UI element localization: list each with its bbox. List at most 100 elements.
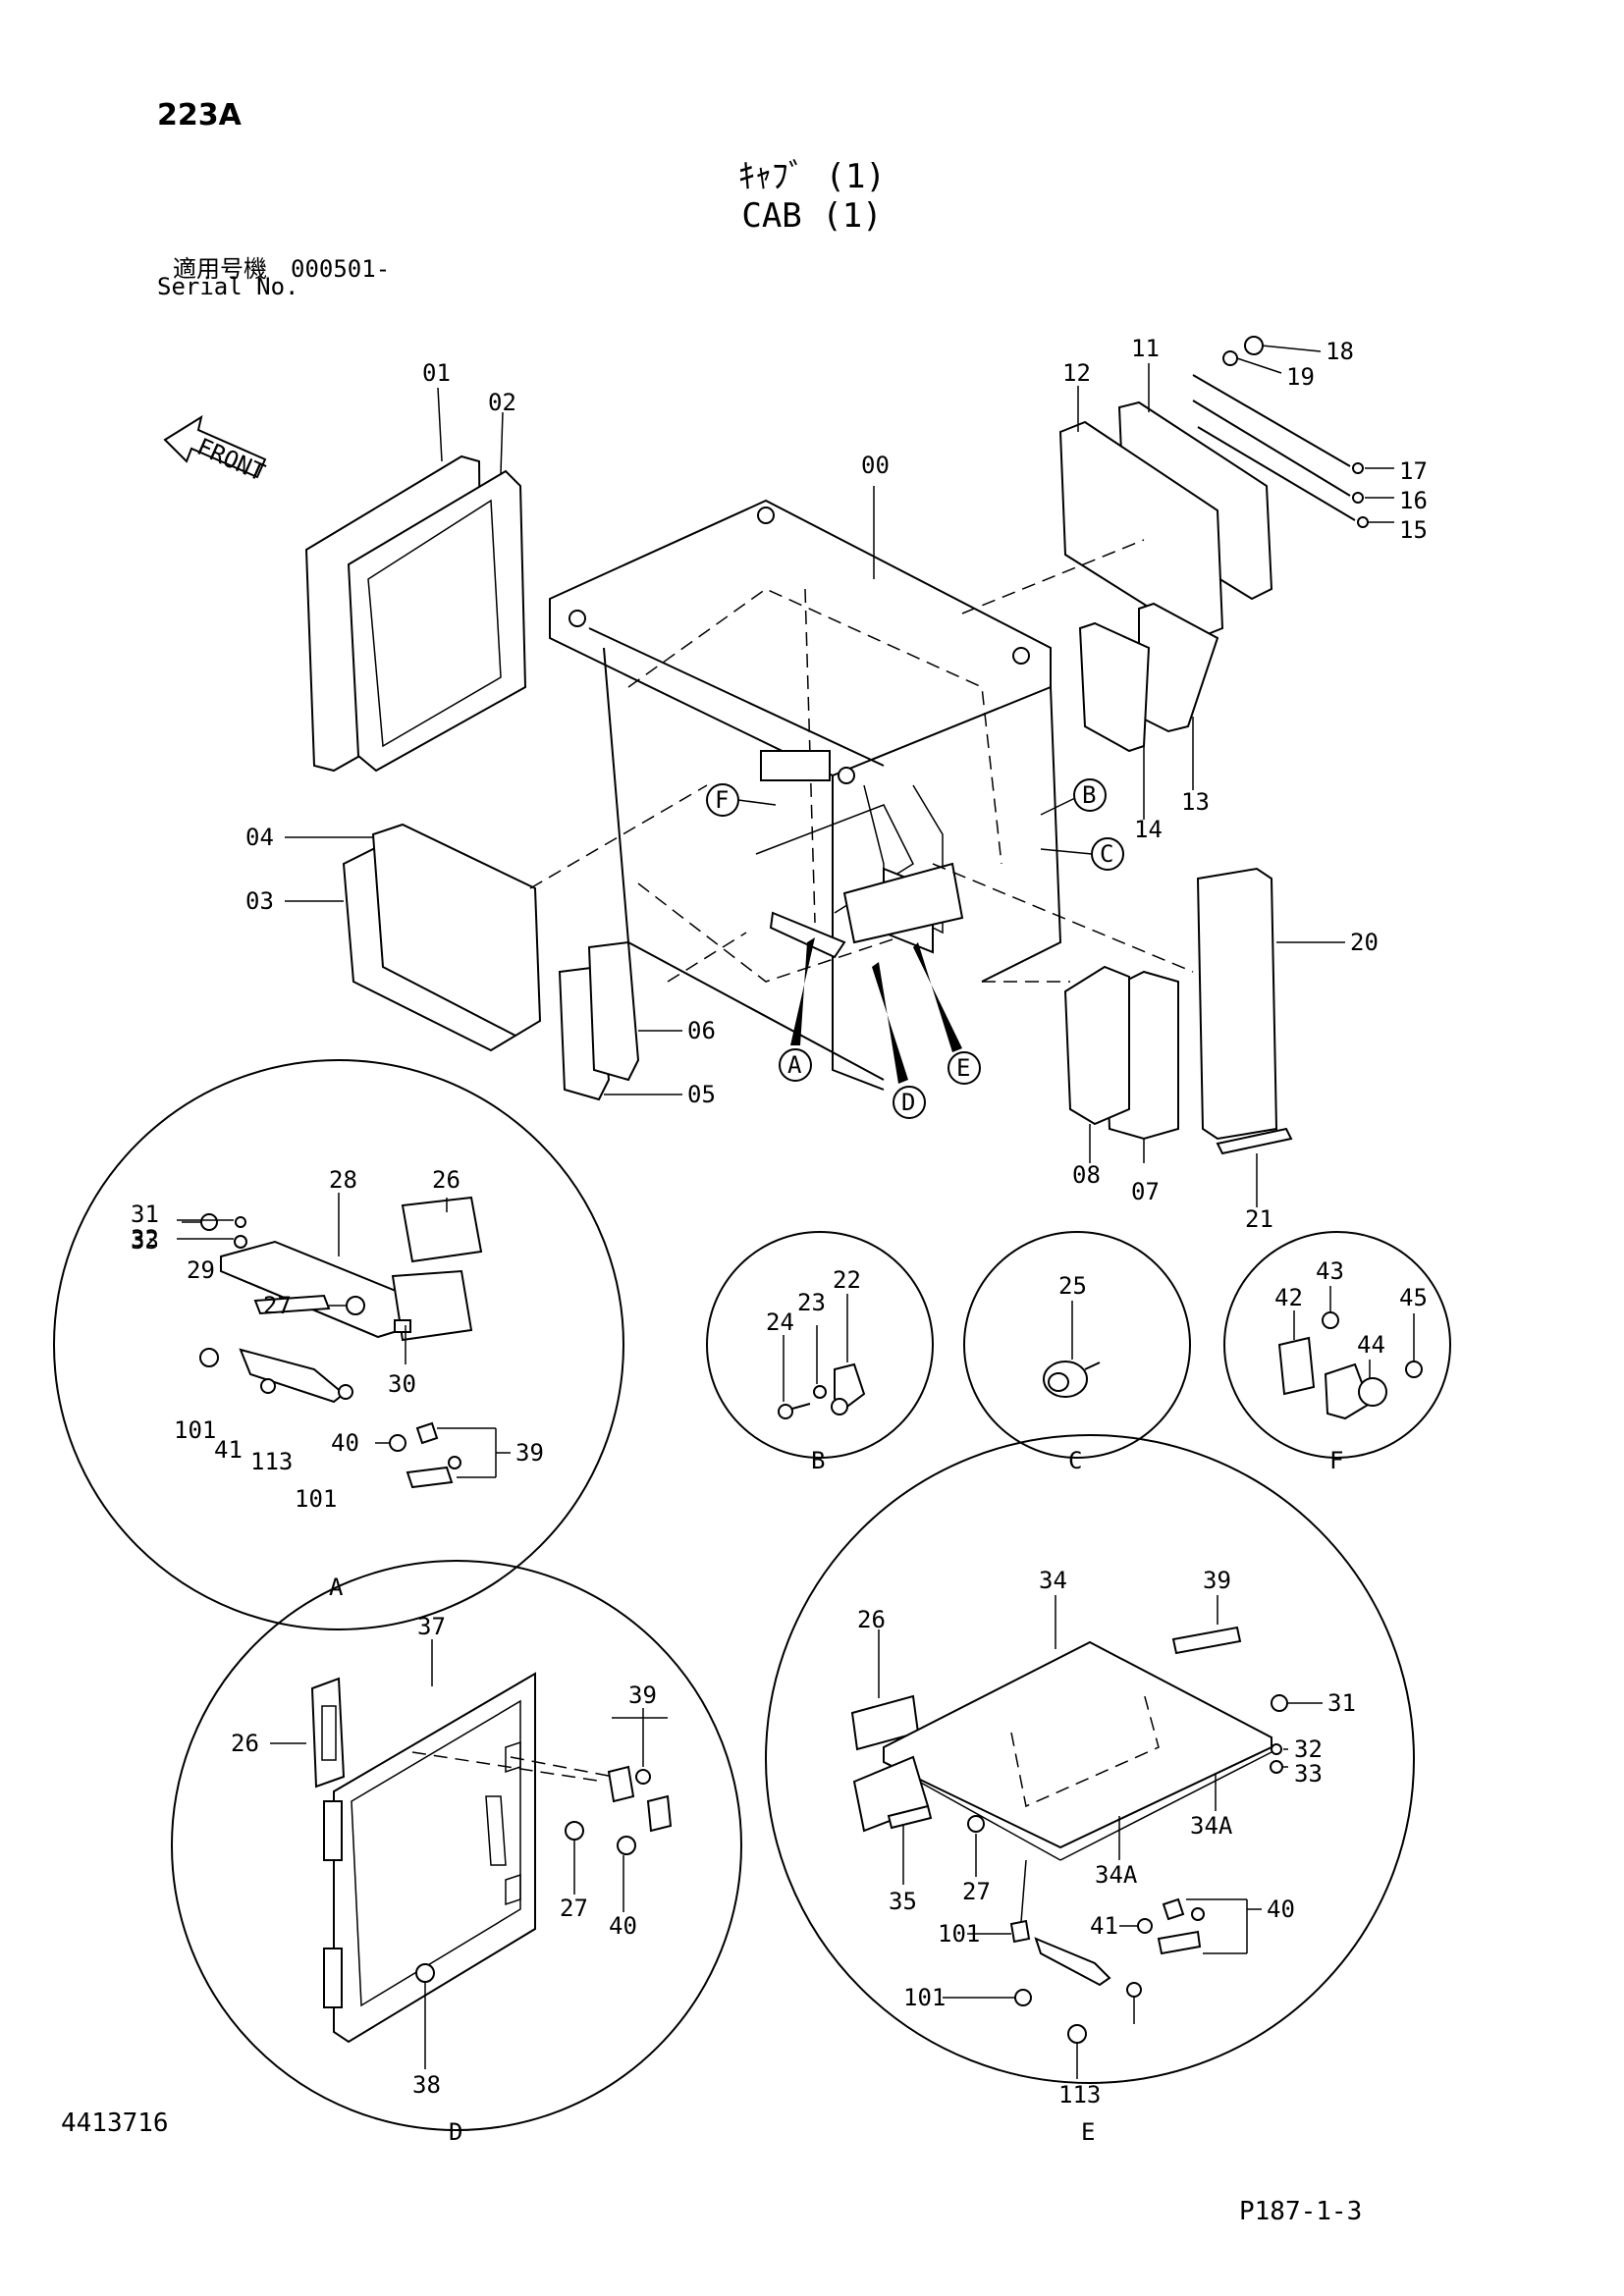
E-label-101-left: 101 bbox=[903, 1984, 946, 2011]
front-arrow-label: FRONT bbox=[192, 433, 268, 487]
part-12-seal bbox=[1058, 420, 1224, 640]
A-label-40: 40 bbox=[331, 1429, 359, 1457]
callout-B: B bbox=[1082, 781, 1096, 809]
glass-panels bbox=[304, 400, 1293, 1155]
detail-F-letter: F bbox=[1329, 1447, 1343, 1474]
label-part-17: 17 bbox=[1399, 457, 1428, 485]
part-04-seal bbox=[371, 823, 542, 1038]
serial-label-english: Serial No. bbox=[157, 273, 299, 300]
page-reference: P187-1-3 bbox=[1239, 2197, 1363, 2226]
label-part-21: 21 bbox=[1245, 1205, 1273, 1233]
label-part-15: 15 bbox=[1399, 516, 1428, 544]
label-part-20: 20 bbox=[1350, 929, 1379, 956]
label-part-12: 12 bbox=[1062, 359, 1091, 387]
A-label-41: 41 bbox=[214, 1436, 243, 1464]
label-part-06: 06 bbox=[687, 1017, 716, 1044]
D-label-26: 26 bbox=[231, 1730, 259, 1757]
E-label-40: 41 bbox=[1090, 1912, 1118, 1940]
E-label-41: 101 bbox=[938, 1920, 980, 1948]
E-label-27: 27 bbox=[962, 1878, 991, 1905]
label-part-07: 07 bbox=[1131, 1178, 1160, 1205]
main-part-labels: 01 02 00 04 03 06 05 07 08 11 12 13 14 1… bbox=[245, 335, 1428, 1233]
page-code: 223A bbox=[157, 98, 242, 133]
label-part-14: 14 bbox=[1134, 816, 1163, 843]
detail-B-letter: B bbox=[811, 1447, 825, 1474]
E-label-35: 35 bbox=[889, 1888, 917, 1915]
A-label-113: 113 bbox=[250, 1448, 293, 1475]
part-06-seal bbox=[587, 940, 640, 1082]
detail-A: A 31 28 26 32 33 29 27 bbox=[53, 1059, 624, 1630]
B-label-24: 24 bbox=[766, 1308, 794, 1336]
D-label-38: 38 bbox=[412, 2071, 441, 2099]
stay-rods bbox=[1192, 336, 1369, 528]
E-label-34: 34 bbox=[1039, 1567, 1067, 1594]
callout-F: F bbox=[715, 786, 729, 814]
E-label-36: 39 bbox=[1203, 1567, 1231, 1594]
title-english: CAB (1) bbox=[741, 196, 883, 236]
label-part-19: 19 bbox=[1286, 363, 1315, 391]
D-label-27: 27 bbox=[560, 1895, 588, 1922]
callout-C: C bbox=[1100, 840, 1113, 868]
label-part-02: 02 bbox=[488, 389, 516, 416]
E-label-32: 32 bbox=[1294, 1735, 1323, 1763]
document-number: 4413716 bbox=[61, 2109, 169, 2138]
A-label-31: 31 bbox=[131, 1201, 159, 1228]
D-label-39: 39 bbox=[628, 1682, 657, 1709]
F-label-43: 43 bbox=[1316, 1257, 1344, 1285]
A-label-33: 33 bbox=[131, 1227, 159, 1255]
A-label-32: 32 bbox=[131, 1225, 159, 1253]
A-label-29: 29 bbox=[187, 1256, 215, 1284]
callout-markers: F B C A D E bbox=[706, 778, 1124, 1119]
label-part-05: 05 bbox=[687, 1081, 716, 1108]
E-label-34A-right: 34A bbox=[1190, 1812, 1233, 1840]
label-part-00: 00 bbox=[861, 452, 890, 479]
F-label-42: 42 bbox=[1274, 1284, 1303, 1311]
F-label-44: 44 bbox=[1357, 1331, 1385, 1359]
label-part-18: 18 bbox=[1326, 338, 1354, 365]
A-label-101-bottom: 101 bbox=[295, 1485, 337, 1513]
label-part-01: 01 bbox=[422, 359, 451, 387]
front-arrow-icon: FRONT bbox=[163, 414, 269, 487]
label-part-03: 03 bbox=[245, 887, 274, 915]
E-label-101-bottom: 113 bbox=[1058, 2081, 1101, 2109]
D-label-40: 40 bbox=[609, 1912, 637, 1940]
detail-C-letter: C bbox=[1068, 1447, 1082, 1474]
part-14-seal bbox=[1078, 621, 1151, 753]
callout-E: E bbox=[956, 1054, 970, 1082]
part-08-seal bbox=[1063, 965, 1130, 1126]
A-label-27: 27 bbox=[263, 1292, 292, 1319]
E-label-33: 33 bbox=[1294, 1760, 1323, 1788]
part-20-seal bbox=[1196, 867, 1278, 1141]
E-label-26: 26 bbox=[857, 1606, 886, 1633]
detail-D: D 26 37 39 27 40 38 bbox=[171, 1560, 742, 2146]
label-part-16: 16 bbox=[1399, 487, 1428, 514]
detail-E-letter: E bbox=[1081, 2118, 1095, 2146]
detail-E: E bbox=[765, 1434, 1415, 2146]
A-label-39: 39 bbox=[515, 1439, 544, 1467]
part-21-strip bbox=[1216, 1127, 1293, 1155]
D-label-37: 37 bbox=[417, 1613, 446, 1640]
title-japanese: ｷｬﾌﾞ (1) bbox=[738, 157, 886, 196]
label-part-11: 11 bbox=[1131, 335, 1160, 362]
serial-label-japanese: 適用号機 000501- bbox=[173, 255, 391, 283]
leader-lines bbox=[285, 345, 1394, 1207]
callout-A: A bbox=[787, 1051, 802, 1079]
E-label-31: 31 bbox=[1327, 1689, 1356, 1717]
label-part-04: 04 bbox=[245, 824, 274, 851]
A-label-30: 30 bbox=[388, 1370, 416, 1398]
A-label-28: 28 bbox=[329, 1166, 357, 1194]
detail-D-letter: D bbox=[449, 2118, 462, 2146]
B-label-22: 22 bbox=[833, 1266, 861, 1294]
label-part-08: 08 bbox=[1072, 1161, 1101, 1189]
C-label-25: 25 bbox=[1058, 1272, 1087, 1300]
E-label-39: 40 bbox=[1267, 1896, 1295, 1923]
A-label-26: 26 bbox=[432, 1166, 460, 1194]
detail-C: C 25 bbox=[963, 1231, 1191, 1474]
E-label-34A-left: 34A bbox=[1095, 1861, 1138, 1889]
label-part-13: 13 bbox=[1181, 788, 1210, 816]
B-label-23: 23 bbox=[797, 1289, 826, 1316]
cab-body bbox=[549, 499, 1062, 1091]
detail-F: F 42 43 44 45 bbox=[1223, 1231, 1451, 1474]
callout-D: D bbox=[901, 1089, 915, 1116]
part-02-seal bbox=[347, 469, 527, 773]
